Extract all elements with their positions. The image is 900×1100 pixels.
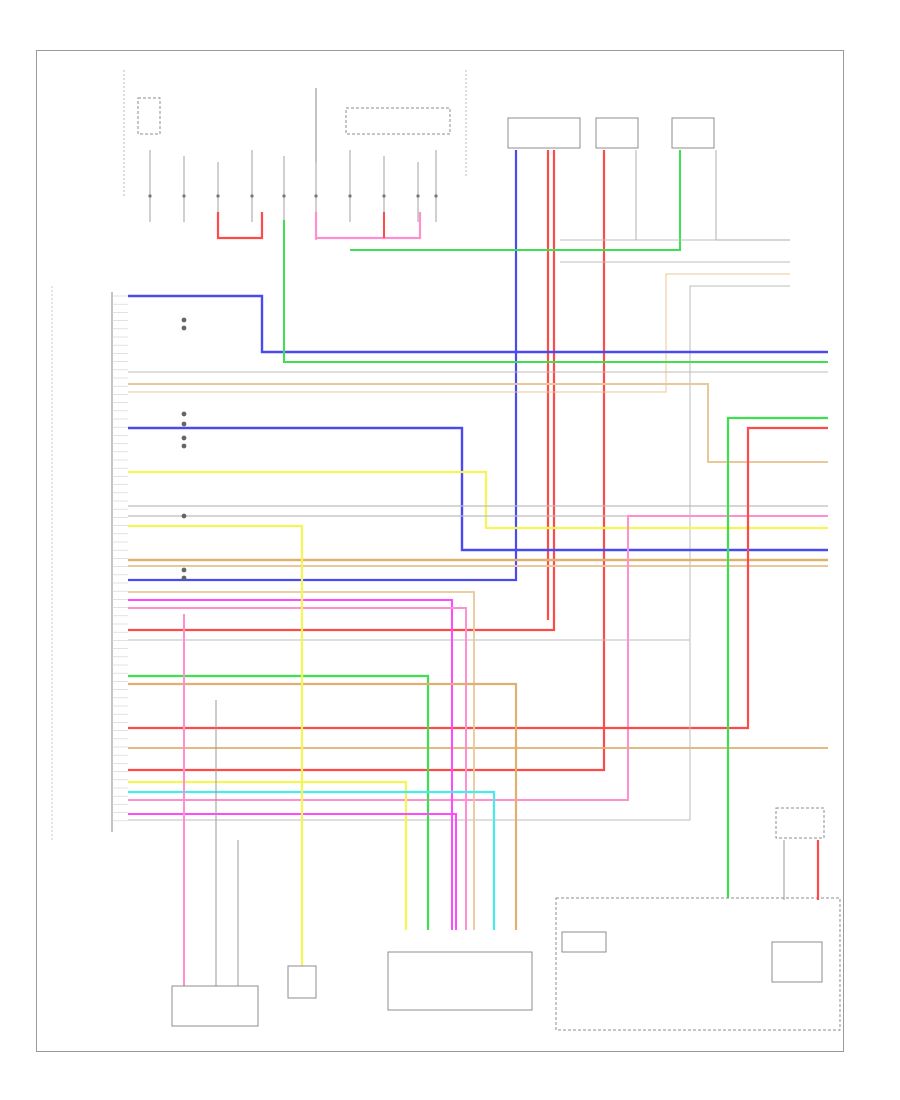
- fuse-jumper-pink: [314, 212, 422, 240]
- wire-yellow-brake: [128, 524, 304, 968]
- wire-cyan-sensor: [128, 790, 496, 930]
- wire-green-right: [726, 416, 828, 900]
- rear-sensor-cluster: [387, 951, 533, 1011]
- wire-blue-sensor: [128, 150, 518, 582]
- fuse-terminal: [182, 194, 186, 198]
- connector-dot: [181, 567, 187, 573]
- yaw-sensor: [595, 117, 639, 149]
- wire-blue-module: [128, 426, 828, 552]
- wire-green-sensor: [128, 674, 430, 930]
- connector-dot: [181, 513, 187, 519]
- fuse-terminal: [434, 194, 438, 198]
- connector-dot: [181, 421, 187, 427]
- connector-dot: [181, 575, 187, 581]
- fuse-terminal: [382, 194, 386, 198]
- wire-pink-sensor: [128, 607, 467, 930]
- wheel-speed-sensor-left: [171, 985, 259, 1027]
- wire-green-gsensor: [350, 150, 681, 251]
- wire-tan-ignition: [128, 383, 828, 463]
- connector-dot: [181, 435, 187, 441]
- relay-box: [345, 107, 451, 135]
- g-sensor: [671, 117, 715, 149]
- brake-switch: [287, 965, 317, 999]
- wire-blue-can: [128, 294, 828, 354]
- fuse-terminal: [348, 194, 352, 198]
- fuse-terminal: [148, 194, 152, 198]
- wire-gray-gsensor: [715, 150, 790, 241]
- fuse-terminal: [416, 194, 420, 198]
- wire-red-sensor: [128, 150, 556, 632]
- signal-out: [128, 285, 790, 641]
- connector-dot: [181, 411, 187, 417]
- fuse-terminal: [216, 194, 220, 198]
- wire-yellow-module: [128, 470, 828, 530]
- connector-dot: [181, 443, 187, 449]
- ecu-subbox: [561, 931, 607, 953]
- fuse-jumper-red: [216, 212, 264, 240]
- fuse-terminal: [282, 194, 286, 198]
- fuse-box-left: [137, 97, 161, 135]
- fuse-terminal: [314, 194, 318, 198]
- fuse-terminal: [250, 194, 254, 198]
- signal-out: [128, 273, 790, 393]
- wire-magenta-sensor2: [128, 813, 457, 930]
- wire-tan-sensor: [128, 591, 475, 930]
- pump-motor: [771, 941, 823, 983]
- steering-angle-sensor: [507, 117, 581, 149]
- wire-pink-module: [128, 515, 828, 801]
- wire-green-can: [283, 220, 828, 363]
- wire-yellow-sensor: [128, 780, 408, 930]
- wire-tan-sensor: [128, 682, 518, 930]
- connector-dot: [181, 325, 187, 331]
- signal-line: [128, 640, 691, 821]
- connector-dot: [181, 317, 187, 323]
- wire-red-yaw: [128, 150, 606, 772]
- wire-magenta-sensor: [128, 599, 453, 930]
- diagram-border: [36, 50, 844, 1052]
- pump-relay: [775, 807, 825, 839]
- wire-red-right: [128, 426, 828, 730]
